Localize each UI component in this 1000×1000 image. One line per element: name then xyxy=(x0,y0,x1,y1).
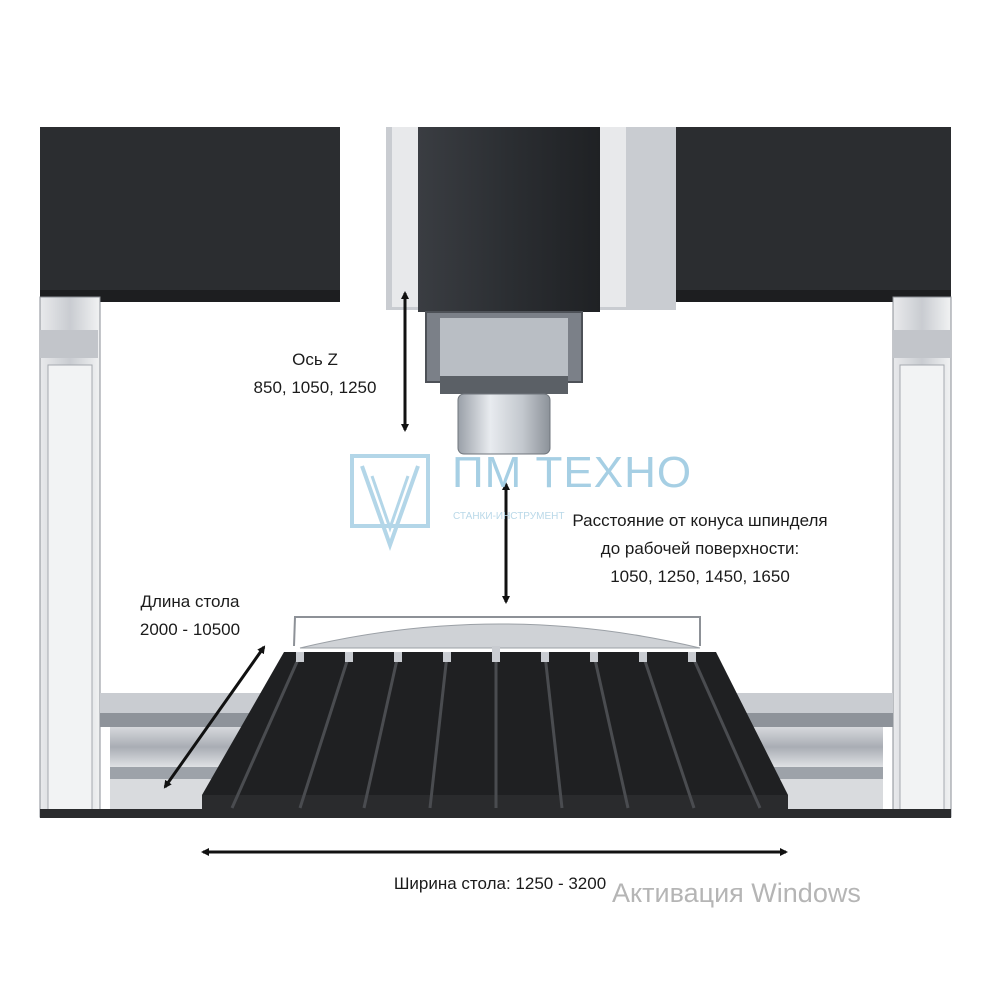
spindle-distance-line1: Расстояние от конуса шпинделя xyxy=(572,511,828,530)
table-length-label: Длина стола 2000 - 10500 xyxy=(105,588,275,644)
brand-tagline: СТАНКИ-ИНСТРУМЕНТ xyxy=(453,511,565,522)
spindle-head xyxy=(386,127,676,394)
spindle-distance-label: Расстояние от конуса шпинделя до рабочей… xyxy=(520,507,880,591)
right-column xyxy=(892,296,952,818)
table-width-label: Ширина стола: 1250 - 3200 xyxy=(393,874,607,893)
table-length-title: Длина стола xyxy=(140,592,240,611)
table-length-arrow xyxy=(163,645,266,789)
gantry-beam xyxy=(40,127,951,302)
spindle-distance-line2: до рабочей поверхности: xyxy=(600,539,800,558)
table-length-values: 2000 - 10500 xyxy=(139,620,241,639)
brand-logo-icon xyxy=(350,454,430,551)
work-table xyxy=(202,616,788,817)
spindle-distance-values: 1050, 1250, 1450, 1650 xyxy=(610,567,790,586)
z-axis-title: Ось Z xyxy=(292,350,338,369)
z-axis-values: 850, 1050, 1250 xyxy=(253,378,377,397)
spindle xyxy=(457,393,551,455)
windows-activation-overlay: Активация Windows xyxy=(612,878,861,908)
z-axis-label: Ось Z 850, 1050, 1250 xyxy=(240,346,390,402)
brand-watermark: ПМ ТЕХНО xyxy=(452,448,693,497)
left-column xyxy=(39,296,101,818)
